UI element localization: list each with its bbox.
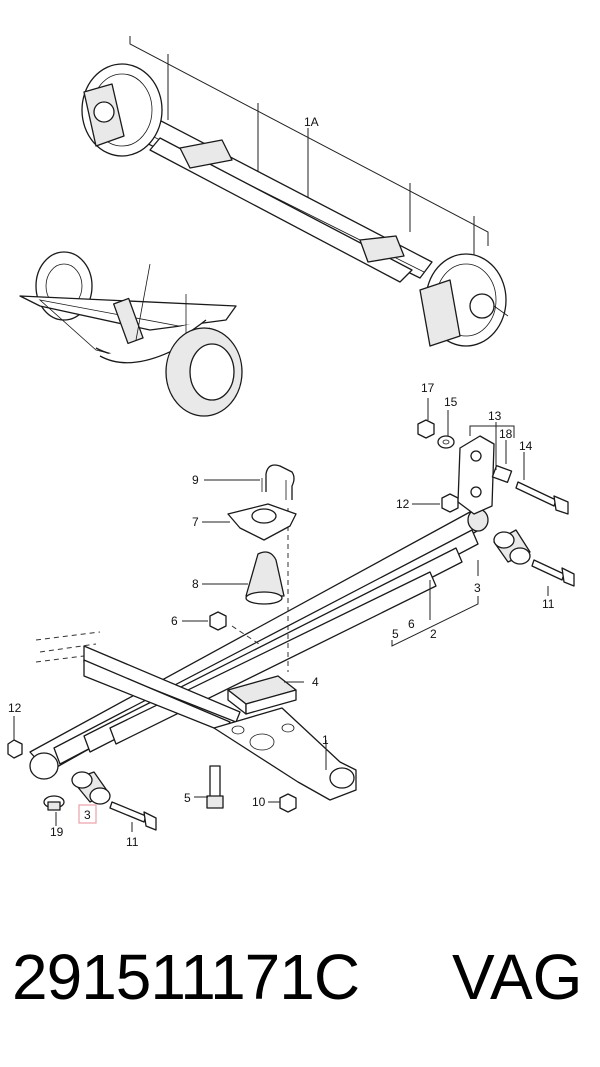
leader-lines <box>13 398 549 832</box>
callout-8: 8 <box>192 577 199 591</box>
callout-12-front: 12 <box>8 701 22 715</box>
axle-assembly: 1A <box>81 36 509 347</box>
chassis-reference-lines <box>35 631 241 733</box>
callout-18: 18 <box>499 427 513 441</box>
bump-stop <box>245 551 285 605</box>
callout-10: 10 <box>252 795 266 809</box>
callout-11-rear: 11 <box>542 597 555 611</box>
nut-6 <box>209 611 263 647</box>
bushing-front <box>71 771 111 805</box>
callout-19: 19 <box>50 825 64 839</box>
bushing-rear <box>493 529 531 565</box>
callout-11-front: 11 <box>126 835 139 849</box>
callout-12-rear: 12 <box>396 497 410 511</box>
shackle <box>457 435 495 515</box>
callout-15: 15 <box>444 395 458 409</box>
callout-9: 9 <box>192 473 199 487</box>
nut-10 <box>279 793 297 813</box>
callout-14: 14 <box>519 439 533 453</box>
washer-15 <box>437 435 455 449</box>
bolt-11-front <box>109 801 157 831</box>
callout-17: 17 <box>421 381 435 395</box>
callout-4: 4 <box>312 675 319 689</box>
callout-13: 13 <box>488 409 502 423</box>
vehicle-overview <box>19 251 243 417</box>
callout-2: 2 <box>430 627 437 641</box>
bolt-11-rear <box>531 559 575 587</box>
spring-seat <box>227 503 297 541</box>
callout-1a: 1A <box>304 115 319 129</box>
callout-7: 7 <box>192 515 199 529</box>
nut-12-front <box>7 739 23 759</box>
callout-3-front: 3 <box>84 808 91 822</box>
callout-3-highlight-box <box>78 804 97 824</box>
part-number: 291511171C <box>12 941 360 1013</box>
bolt-5 <box>206 765 224 809</box>
callout-6-nut: 6 <box>171 614 178 628</box>
part-caption: 291511171C VAG <box>0 940 600 1030</box>
callout-5-bolt: 5 <box>184 791 191 805</box>
callout-3-rear: 3 <box>474 581 481 595</box>
callout-6-spring: 6 <box>408 617 415 631</box>
exploded-parts-diagram: 1A <box>7 36 575 849</box>
cap-19 <box>43 795 65 811</box>
clamp-plate <box>213 707 357 801</box>
spacer-block <box>227 675 297 715</box>
callout-labels: 17 15 13 18 14 9 12 7 8 3 11 6 5 6 2 4 1… <box>8 381 555 849</box>
pin-18 <box>491 464 513 484</box>
bolt-14 <box>515 481 569 515</box>
callout-5-spring: 5 <box>392 627 399 641</box>
brand-name: VAG <box>452 941 583 1013</box>
u-bolt <box>261 464 295 672</box>
nut-12-rear <box>441 493 459 513</box>
callout-1: 1 <box>322 733 329 747</box>
nut-17 <box>417 419 435 439</box>
